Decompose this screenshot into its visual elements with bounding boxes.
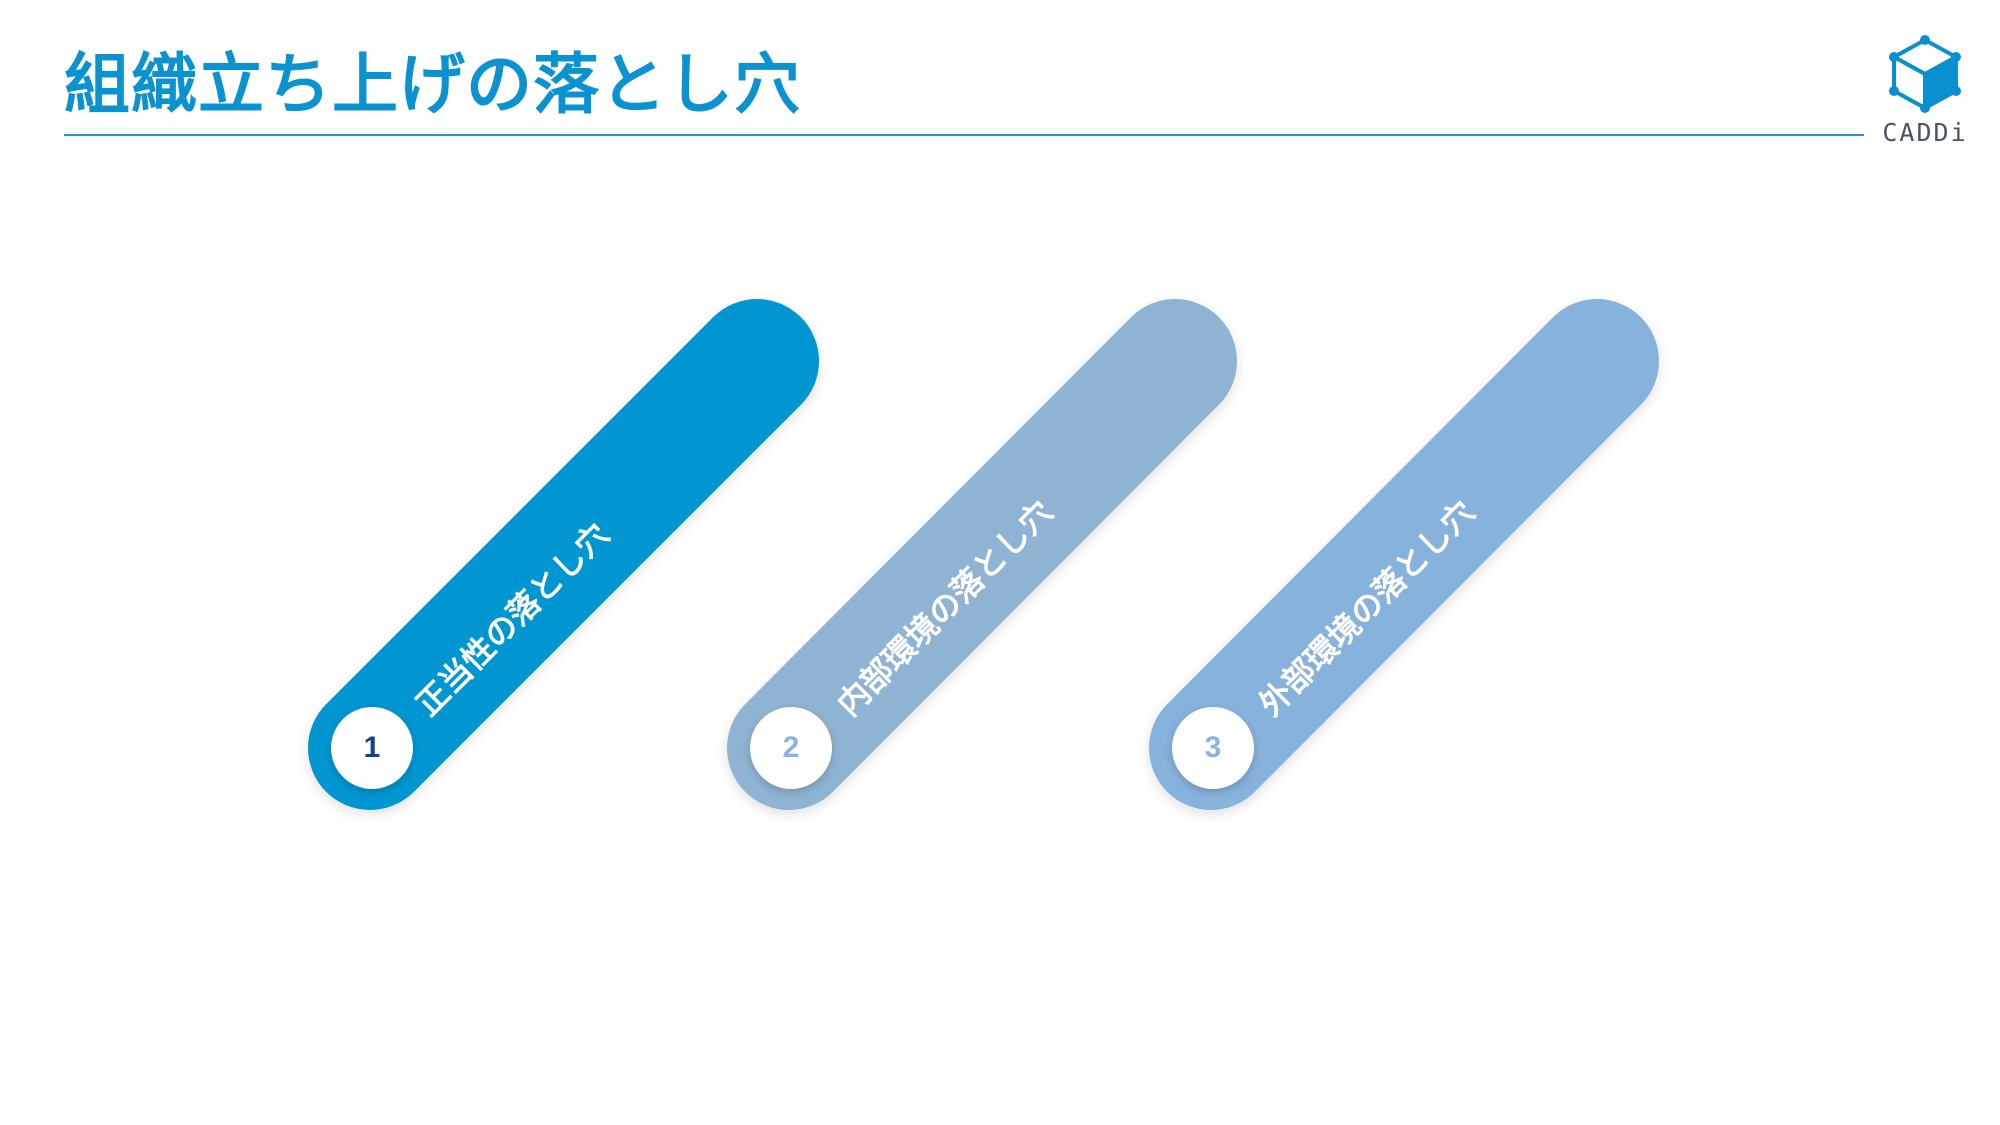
pitfall-number-2: 2 bbox=[750, 707, 832, 789]
pitfall-bar-1 bbox=[308, 299, 819, 810]
cube-icon bbox=[1889, 35, 1961, 113]
title-divider bbox=[64, 134, 1864, 136]
company-logo: CADDi bbox=[1880, 30, 1970, 155]
pitfall-bar-3 bbox=[1149, 299, 1659, 810]
logo-wordmark: CADDi bbox=[1882, 118, 1968, 147]
pitfall-number-3: 3 bbox=[1172, 707, 1254, 789]
page-title: 組織立ち上げの落とし穴 bbox=[64, 46, 801, 123]
pitfall-number-1: 1 bbox=[331, 707, 413, 789]
pitfall-bar-2 bbox=[727, 299, 1237, 810]
